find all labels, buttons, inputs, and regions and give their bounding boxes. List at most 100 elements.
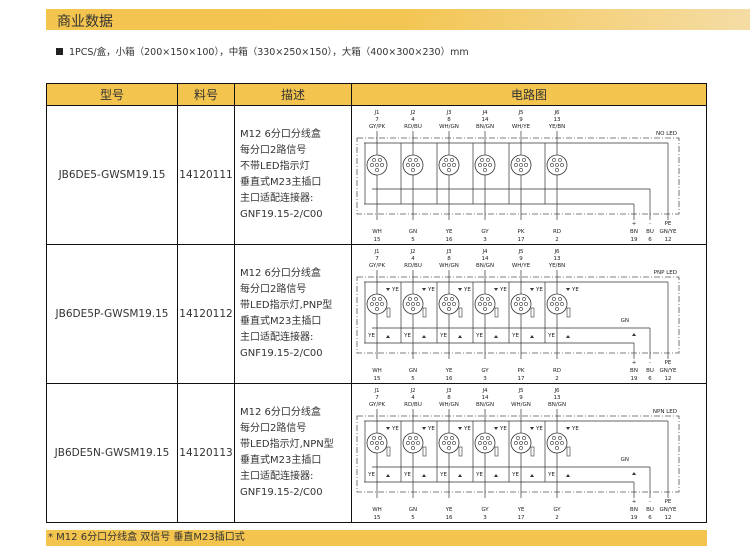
resistor-icon bbox=[458, 446, 463, 457]
diagram-title: NO LED bbox=[656, 131, 677, 137]
led-label: YE bbox=[463, 426, 471, 432]
circuit-diagram: NPN LEDJ17GY/PKYEYEWH15J24RD/BUYEYEGN5J3… bbox=[356, 388, 680, 521]
led-icon bbox=[386, 427, 390, 430]
pin-number: 14 bbox=[482, 256, 489, 262]
pin-number: 7 bbox=[375, 256, 379, 262]
port-id: J3 bbox=[445, 249, 452, 255]
power-led-label: GN bbox=[621, 318, 629, 324]
led-label: YE bbox=[427, 287, 435, 293]
wire-color: GY/PK bbox=[369, 402, 386, 408]
port-id: J2 bbox=[409, 388, 415, 394]
desc-line: 带LED指示灯,PNP型 bbox=[240, 300, 333, 311]
led-icon bbox=[458, 427, 462, 430]
desc-line: GNF19.15-2/C00 bbox=[240, 348, 323, 359]
col-diagram: 电路图 bbox=[351, 83, 707, 106]
wire-color: YE bbox=[445, 368, 453, 374]
col-part: 料号 bbox=[177, 83, 235, 106]
part-cell: 14120113 bbox=[177, 383, 235, 523]
power-pin-number: 19 bbox=[631, 376, 638, 382]
pin-number: 13 bbox=[554, 395, 561, 401]
desc-line: 垂直式M23主插口 bbox=[240, 177, 322, 188]
resistor-icon bbox=[530, 446, 535, 457]
power-led-icon bbox=[632, 472, 636, 475]
power-wire-color: BN bbox=[630, 368, 638, 374]
wire-color: GY/PK bbox=[369, 124, 386, 130]
power-sign: PE bbox=[665, 499, 672, 505]
power-sign: - bbox=[649, 360, 651, 366]
resistor-icon bbox=[422, 307, 427, 318]
pin-number: 13 bbox=[554, 256, 561, 262]
wire-color: YE bbox=[445, 229, 453, 235]
pin-number: 8 bbox=[447, 395, 451, 401]
section-header: 商业数据 bbox=[46, 9, 750, 30]
port-id: J6 bbox=[553, 388, 560, 394]
led-icon bbox=[422, 474, 426, 477]
wire-color: RD bbox=[553, 368, 561, 374]
power-pin-number: 12 bbox=[665, 237, 672, 243]
led-icon bbox=[530, 288, 534, 291]
led-icon bbox=[566, 288, 570, 291]
led-label: YE bbox=[403, 333, 411, 339]
desc-cell: M12 6分口分线盒每分口2路信号带LED指示灯,NPN型垂直式M23主插口主口… bbox=[234, 383, 352, 523]
power-pin-number: 12 bbox=[665, 515, 672, 521]
wire-color: WH bbox=[372, 229, 382, 235]
col-model: 型号 bbox=[46, 83, 178, 106]
pin-number: 16 bbox=[446, 515, 453, 521]
resistor-icon bbox=[494, 446, 499, 457]
pin-number: 7 bbox=[375, 117, 379, 123]
wire-color: YE/BN bbox=[548, 263, 566, 269]
led-icon bbox=[494, 427, 498, 430]
power-pin-number: 12 bbox=[665, 376, 672, 382]
desc-line: M12 6分口分线盒 bbox=[240, 407, 321, 418]
power-wire-color: BU bbox=[646, 368, 654, 374]
led-icon bbox=[494, 474, 498, 477]
desc-line: 主口适配连接器: bbox=[240, 471, 314, 482]
led-label: YE bbox=[391, 426, 399, 432]
led-icon bbox=[422, 288, 426, 291]
port-id: J6 bbox=[553, 110, 560, 116]
desc-line: GNF19.15-2/C00 bbox=[240, 209, 323, 220]
led-label: YE bbox=[571, 287, 579, 293]
wire-color: WH bbox=[372, 368, 382, 374]
led-label: YE bbox=[499, 426, 507, 432]
port-id: J2 bbox=[409, 110, 415, 116]
pin-number: 4 bbox=[411, 256, 415, 262]
diagram-title: PNP LED bbox=[654, 270, 677, 276]
packaging-info: 1PCS/盒，小箱（200×150×100），中箱（330×250×150），大… bbox=[56, 44, 469, 58]
led-label: YE bbox=[475, 472, 483, 478]
port-id: J4 bbox=[481, 388, 488, 394]
power-wire-color: BU bbox=[646, 229, 654, 235]
port-id: J2 bbox=[409, 249, 415, 255]
pin-number: 4 bbox=[411, 395, 415, 401]
power-sign: PE bbox=[665, 221, 672, 227]
led-icon bbox=[386, 335, 390, 338]
section-title: 商业数据 bbox=[57, 14, 113, 30]
port-id: J4 bbox=[481, 249, 488, 255]
desc-line: 主口适配连接器: bbox=[240, 193, 314, 204]
wire-color: BN/GN bbox=[476, 402, 494, 408]
housing-outline bbox=[356, 276, 680, 354]
product-table: 型号 料号 描述 电路图 JB6DE5-GWSM19.15 14120111 M… bbox=[46, 83, 707, 523]
port-id: J6 bbox=[553, 249, 560, 255]
led-label: YE bbox=[391, 287, 399, 293]
port-id: J3 bbox=[445, 388, 452, 394]
power-sign: + bbox=[632, 499, 637, 505]
led-label: YE bbox=[463, 287, 471, 293]
pin-number: 5 bbox=[411, 376, 415, 382]
led-icon bbox=[422, 335, 426, 338]
led-icon bbox=[386, 474, 390, 477]
led-label: YE bbox=[367, 472, 375, 478]
circuit-diagram: NO LEDJ17GY/PKWH15J24RD/BUGN5J38WH/GNYE1… bbox=[356, 110, 680, 243]
wire-color: PK bbox=[518, 229, 525, 235]
power-pin-number: 19 bbox=[631, 515, 638, 521]
led-label: YE bbox=[511, 472, 519, 478]
power-sign: - bbox=[649, 221, 651, 227]
